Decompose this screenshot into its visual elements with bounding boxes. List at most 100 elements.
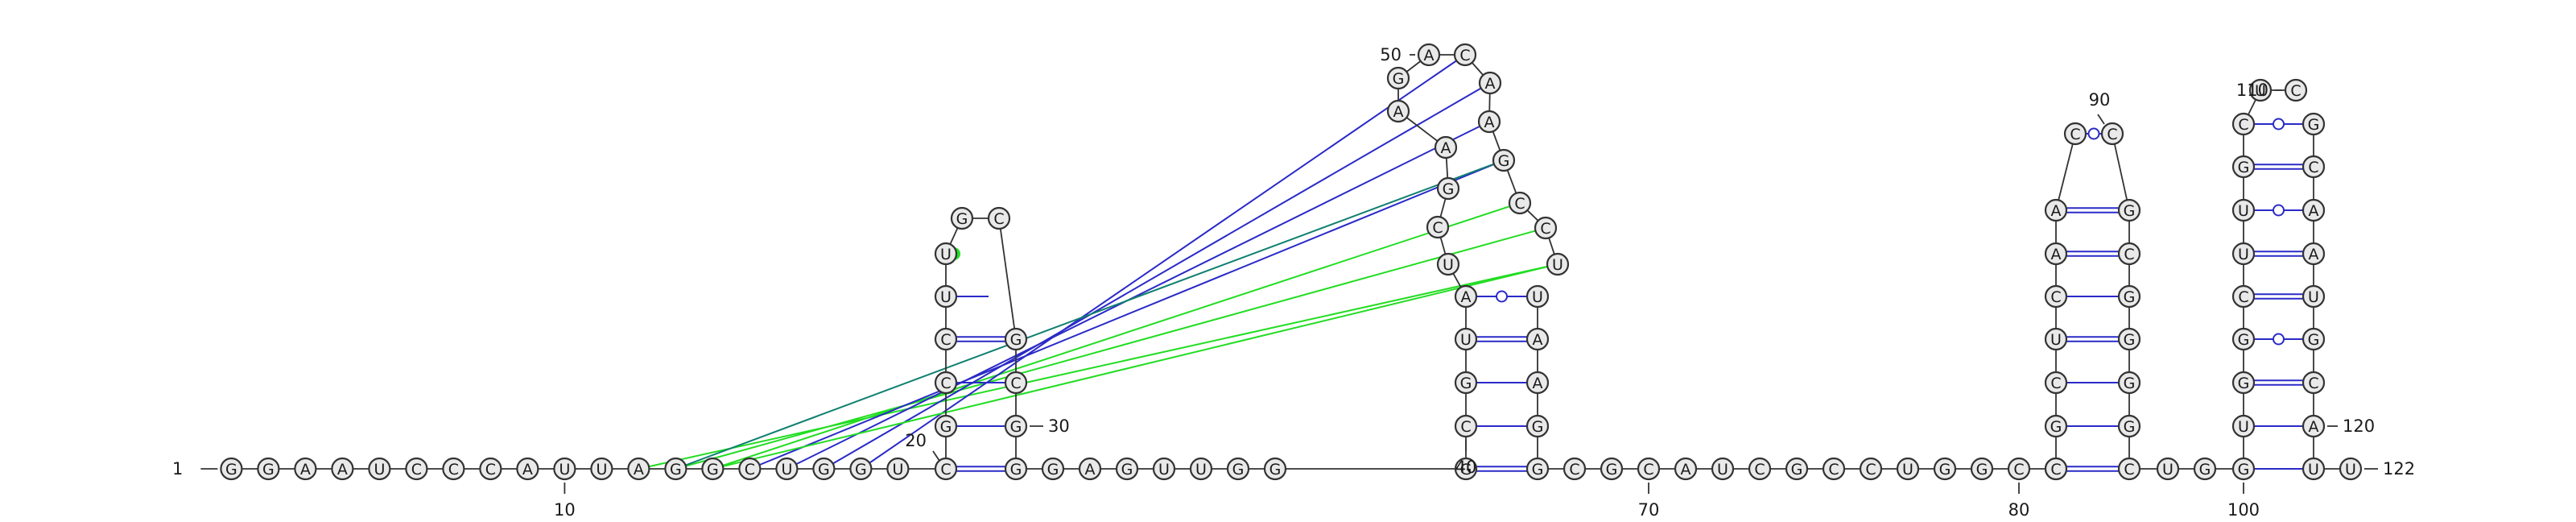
- nucleotide: G: [1525, 414, 1550, 438]
- pseudoknot-pair-line: [638, 263, 1558, 470]
- position-label-text: 120: [2343, 416, 2375, 436]
- nucleotide: C: [1637, 457, 1661, 481]
- nucleotide: C: [1508, 191, 1532, 215]
- nucleotide: G: [1004, 457, 1028, 481]
- position-label: 100: [2227, 483, 2260, 520]
- nucleotide: G: [2231, 457, 2256, 481]
- nucleotide-letter: C: [1459, 47, 1470, 64]
- nucleotide: C: [934, 371, 958, 395]
- nucleotide-letter: C: [448, 461, 459, 478]
- nucleotide-letter: U: [2308, 288, 2319, 306]
- pseudoknot-pair-line: [712, 263, 1558, 470]
- nucleotide: U: [886, 457, 910, 481]
- nucleotide: C: [1563, 457, 1587, 481]
- position-label: 80: [2008, 483, 2029, 520]
- nucleotide-letter: A: [1533, 331, 1543, 349]
- nucleotide-letter: A: [1681, 461, 1691, 478]
- nucleotide-letter: G: [1393, 70, 1405, 88]
- nucleotide: C: [405, 457, 428, 481]
- nucleotide: C: [987, 206, 1011, 230]
- nucleotide: U: [2301, 457, 2326, 481]
- position-label: 120: [2327, 416, 2375, 436]
- nucleotide: G: [1436, 176, 1460, 201]
- backbone-segment: [1452, 272, 1462, 288]
- nucleotide-letter: C: [940, 375, 951, 392]
- nucleotide-letter: C: [2308, 159, 2318, 176]
- nucleotide-letter: G: [940, 418, 952, 436]
- nucleotide-letter: U: [1717, 461, 1728, 478]
- nucleotide-letter: C: [940, 461, 951, 478]
- nucleotide-letter: G: [2124, 331, 2136, 349]
- backbone-segment: [2058, 143, 2074, 201]
- position-label: 10: [554, 483, 576, 520]
- position-label-text: 70: [1638, 500, 1660, 520]
- nucleotide-letter: G: [1460, 461, 1472, 478]
- nucleotide-letter: G: [1498, 152, 1510, 170]
- nucleotide: G: [2117, 284, 2141, 309]
- nucleotide-letter: C: [2124, 461, 2134, 478]
- nucleotide: U: [1189, 457, 1213, 481]
- nucleotide-letter: C: [2308, 375, 2318, 392]
- nucleotide: U: [1711, 457, 1735, 481]
- position-label-text: 10: [554, 500, 576, 520]
- nucleotide-letter: G: [1976, 461, 1988, 478]
- nucleotide: U: [934, 284, 958, 309]
- nucleotide: A: [1525, 371, 1550, 395]
- base-pair: [2254, 251, 2303, 257]
- nucleotide: U: [1546, 252, 1570, 276]
- nucleotide: C: [2044, 284, 2068, 309]
- base-pair: [2254, 293, 2303, 300]
- nucleotide-letter: C: [1569, 461, 1579, 478]
- nucleotide: G: [2231, 155, 2256, 179]
- nucleotide: C: [442, 457, 465, 481]
- nucleotide: C: [2301, 371, 2326, 395]
- nucleotide-letter: G: [1532, 461, 1544, 478]
- nucleotide-letter: A: [1085, 461, 1096, 478]
- position-label: 30: [1030, 416, 1070, 436]
- nucleotide: A: [294, 457, 317, 481]
- nucleotide-letter: A: [337, 461, 348, 478]
- position-label: 70: [1638, 483, 1660, 520]
- nucleotide: U: [1896, 457, 1920, 481]
- nucleotide-letter: A: [300, 461, 311, 478]
- nucleotide-letter: G: [1939, 461, 1951, 478]
- nucleotide-letter: U: [559, 461, 570, 478]
- nucleotide-letter: U: [781, 461, 792, 478]
- nucleotide: U: [2339, 457, 2363, 481]
- pseudoknot-pair-line: [675, 160, 1505, 470]
- nucleotide-letter: G: [1010, 461, 1022, 478]
- nucleotide: C: [2044, 457, 2068, 481]
- nucleotide: A: [2301, 242, 2326, 266]
- nucleotide: G: [2231, 371, 2256, 395]
- base-pair: [1476, 290, 1527, 303]
- position-label-text: 1: [172, 459, 183, 478]
- position-label: 90: [2089, 90, 2110, 125]
- nucleotide: C: [2231, 284, 2256, 309]
- base-pair: [2086, 127, 2102, 140]
- nucleotide: A: [1477, 110, 1501, 134]
- nucleotide-letter: G: [670, 461, 682, 478]
- nucleotide: U: [775, 457, 799, 481]
- nucleotide-letter: C: [940, 331, 951, 349]
- pseudoknot-pair-line: [712, 202, 1521, 470]
- nucleotide-letter: A: [1485, 75, 1496, 93]
- nucleotide: G: [849, 457, 873, 481]
- nucleotide-letter: A: [1441, 139, 1451, 157]
- nucleotide: G: [934, 414, 958, 438]
- nucleotide-letter: C: [2050, 461, 2061, 478]
- position-label-text: 100: [2227, 500, 2260, 520]
- nucleotide: C: [2231, 112, 2256, 136]
- nucleotide-letter: C: [745, 461, 755, 478]
- backbone-segment: [999, 228, 1016, 329]
- base-pair: [2254, 379, 2303, 386]
- backbone-segment: [2248, 99, 2256, 115]
- nucleotide: C: [2301, 155, 2326, 179]
- nucleotide-letter: U: [1195, 461, 1207, 478]
- nucleotide-letter: A: [1484, 114, 1495, 131]
- base-pair: [2066, 251, 2119, 257]
- backbone-segment: [949, 227, 959, 245]
- nucleotide-letter: U: [374, 461, 385, 478]
- nucleotide: U: [2231, 198, 2256, 222]
- nucleotide-letter: C: [1865, 461, 1876, 478]
